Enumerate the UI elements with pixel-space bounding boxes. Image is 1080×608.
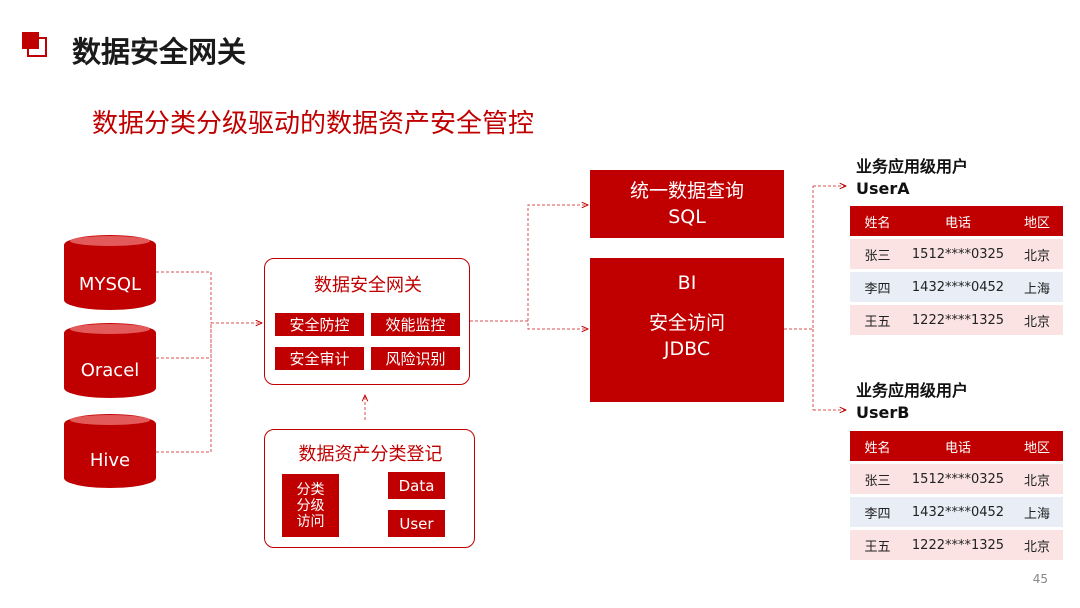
user-b-table: 姓名 电话 地区 张三 1512****0325 北京 李四 1432****0…: [850, 431, 1063, 563]
database-label-mysql: MYSQL: [78, 274, 142, 295]
database-label-hive: Hive: [89, 450, 131, 471]
bi-line3: JDBC: [663, 338, 711, 360]
connector-hive: [156, 323, 212, 453]
table-row: 李四 1432****0452 上海: [850, 270, 1063, 305]
table-row: 张三 1512****0325 北京: [850, 462, 1063, 497]
gateway-panel: 数据安全网关 安全防控 效能监控 安全审计 风险识别: [264, 258, 470, 385]
connector-bi-to-users: [784, 186, 814, 330]
user-a-label: 业务应用级用户 UserA: [856, 157, 969, 198]
page-title: 数据安全网关: [72, 35, 247, 69]
unified-query-box: 统一数据查询 SQL: [590, 170, 784, 238]
table-row: 王五 1222****1325 北京: [850, 303, 1063, 338]
registry-title: 数据资产分类登记: [298, 444, 443, 465]
bi-access-box: BI 安全访问 JDBC: [590, 258, 784, 402]
table-row: 王五 1222****1325 北京: [850, 528, 1063, 563]
registry-panel: 数据资产分类登记 分类 分级 访问 Data User: [264, 429, 475, 548]
gateway-module-security-control: 安全防控: [275, 313, 364, 336]
connector-oracel: [156, 323, 212, 359]
logo-front-square-icon: [22, 32, 39, 49]
page-subtitle: 数据分类分级驱动的数据资产安全管控: [92, 109, 535, 139]
gateway-title: 数据安全网关: [314, 275, 422, 296]
table-row: 李四 1432****0452 上海: [850, 495, 1063, 530]
bi-line1: BI: [677, 272, 697, 294]
user-a-table: 姓名 电话 地区 张三 1512****0325 北京 李四 1432****0…: [850, 206, 1063, 338]
connector-gateway-to-query: [527, 205, 588, 321]
page-number: 45: [1032, 572, 1048, 586]
table-header-row: 姓名 电话 地区: [850, 206, 1063, 239]
connector-mysql: [156, 271, 212, 323]
table-header-row: 姓名 电话 地区: [850, 431, 1063, 464]
registry-classify-box: 分类 分级 访问: [282, 474, 339, 537]
bi-line2: 安全访问: [648, 312, 725, 334]
gateway-module-performance-monitor: 效能监控: [371, 313, 460, 336]
table-row: 张三 1512****0325 北京: [850, 237, 1063, 272]
unified-query-line1: 统一数据查询: [629, 180, 744, 202]
unified-query-line2: SQL: [668, 206, 706, 228]
user-a-table-wrap: 姓名 电话 地区 张三 1512****0325 北京 李四 1432****0…: [850, 206, 1063, 338]
connector-gateway-to-bi: [470, 320, 588, 329]
gateway-module-security-audit: 安全审计: [275, 347, 364, 370]
database-cylinder-oracel: [64, 323, 156, 398]
gateway-module-risk-identify: 风险识别: [371, 347, 460, 370]
registry-data-box: Data: [388, 472, 445, 499]
user-b-table-wrap: 姓名 电话 地区 张三 1512****0325 北京 李四 1432****0…: [850, 431, 1063, 563]
user-b-label: 业务应用级用户 UserB: [856, 381, 969, 422]
database-cylinder-hive: [64, 414, 156, 488]
database-label-oracel: Oracel: [80, 360, 140, 381]
database-cylinder-mysql: [64, 235, 156, 310]
registry-user-box: User: [388, 510, 445, 537]
